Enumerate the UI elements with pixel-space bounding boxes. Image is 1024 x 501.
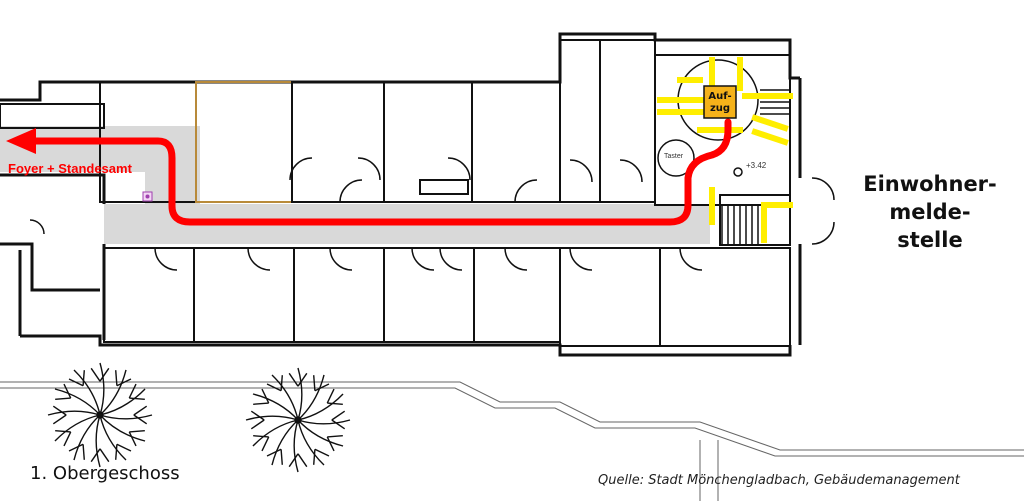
button-annotation: Taster — [664, 153, 684, 160]
tree-icon — [47, 362, 153, 468]
origin-label: Foyer + Standesamt — [8, 161, 133, 176]
ground-outline — [0, 381, 1024, 501]
level-annotation: +3.42 — [746, 161, 767, 170]
source-label: Quelle: Stadt Mönchengladbach, Gebäudema… — [598, 473, 961, 488]
stairwell — [657, 59, 790, 245]
elevator-icon: Auf- zug — [703, 85, 737, 119]
route-line — [26, 118, 732, 226]
destination-label-line-1: Einwohner- — [863, 172, 997, 196]
elevator-label-line-1: Auf- — [708, 91, 731, 102]
floor-label: 1. Obergeschoss — [30, 463, 180, 484]
elevator-label-line-2: zug — [710, 103, 730, 114]
tree-icon — [245, 367, 351, 473]
destination-label-line-2: melde- — [889, 200, 970, 224]
route-arrow-icon — [6, 128, 36, 154]
lower-rooms — [103, 194, 791, 347]
door-swings — [29, 157, 835, 271]
route — [6, 118, 732, 226]
wheelchair-marker-icon — [142, 191, 153, 202]
destination-label-line-3: stelle — [897, 228, 962, 252]
accessible-markings — [657, 57, 793, 243]
